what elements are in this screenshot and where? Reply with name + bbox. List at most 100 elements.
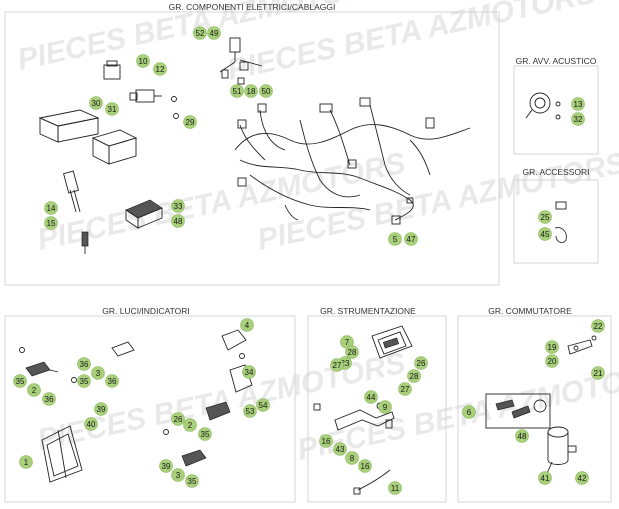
svg-text:3: 3 bbox=[176, 471, 181, 480]
tail-light-part bbox=[181, 329, 253, 467]
part-number-bubble: 26 bbox=[171, 412, 185, 426]
svg-text:36: 36 bbox=[108, 377, 117, 386]
svg-text:15: 15 bbox=[47, 219, 56, 228]
switch-part bbox=[567, 335, 597, 355]
part-number-bubble: 8 bbox=[345, 451, 359, 465]
svg-text:48: 48 bbox=[518, 432, 527, 441]
part-number-bubble: 44 bbox=[364, 390, 378, 404]
ignition-coil-part bbox=[63, 170, 81, 213]
svg-text:35: 35 bbox=[201, 430, 210, 439]
panel-frame bbox=[307, 315, 447, 503]
part-number-bubble: 54 bbox=[256, 398, 270, 412]
part-number-bubble: 39 bbox=[94, 402, 108, 416]
svg-text:25: 25 bbox=[541, 213, 550, 222]
svg-text:12: 12 bbox=[156, 65, 165, 74]
ignition-switch-part bbox=[544, 426, 577, 479]
part-number-bubble: 36 bbox=[105, 374, 119, 388]
panel-avv-acustico: GR. AVV. ACUSTICO 13 32 bbox=[513, 56, 599, 155]
part-number-bubble: 40 bbox=[84, 417, 98, 431]
part-number-bubble: 28 bbox=[407, 369, 421, 383]
svg-text:2: 2 bbox=[32, 386, 37, 395]
svg-text:16: 16 bbox=[322, 437, 331, 446]
panel-frame bbox=[513, 179, 599, 264]
svg-text:35: 35 bbox=[188, 477, 197, 486]
part-number-bubble: 2 bbox=[27, 383, 41, 397]
part-number-bubble: 41 bbox=[538, 471, 552, 485]
part-number-bubble: 21 bbox=[591, 366, 605, 380]
part-number-bubble: 26 bbox=[414, 356, 428, 370]
part-number-bubble: 53 bbox=[243, 404, 257, 418]
fuse-holder-part bbox=[219, 37, 263, 85]
panel-frame bbox=[457, 315, 612, 503]
screw-part bbox=[173, 113, 179, 119]
part-number-bubble: 22 bbox=[591, 319, 605, 333]
svg-text:20: 20 bbox=[548, 357, 557, 366]
svg-text:16: 16 bbox=[361, 462, 370, 471]
svg-text:26: 26 bbox=[417, 359, 426, 368]
part-number-bubble: 5 bbox=[388, 232, 402, 246]
part-number-bubble: 43 bbox=[333, 442, 347, 456]
part-number-bubble: 49 bbox=[207, 26, 221, 40]
svg-text:10: 10 bbox=[139, 57, 148, 66]
svg-text:31: 31 bbox=[108, 105, 117, 114]
svg-text:13: 13 bbox=[574, 100, 583, 109]
svg-text:45: 45 bbox=[541, 230, 550, 239]
part-number-bubble: 35 bbox=[185, 474, 199, 488]
panel-title: GR. COMPONENTI ELETTRICI/CABLAGGI bbox=[169, 2, 336, 12]
watermark-text: PIECES BETA AZMOTORS bbox=[35, 147, 409, 257]
part-number-bubble: 14 bbox=[44, 201, 58, 215]
part-number-bubble: 20 bbox=[545, 354, 559, 368]
part-number-bubble: 25 bbox=[538, 210, 552, 224]
part-number-bubble: 51 bbox=[230, 84, 244, 98]
relay-part bbox=[103, 60, 121, 80]
part-number-bubble: 39 bbox=[159, 459, 173, 473]
part-number-bubble: 4 bbox=[240, 318, 254, 332]
svg-text:42: 42 bbox=[578, 474, 587, 483]
part-number-bubble: 28 bbox=[345, 345, 359, 359]
svg-text:39: 39 bbox=[97, 405, 106, 414]
turn-signal-part bbox=[111, 341, 135, 357]
panel-frame bbox=[4, 315, 296, 503]
svg-text:5: 5 bbox=[393, 235, 398, 244]
part-number-bubble: 27 bbox=[330, 358, 344, 372]
svg-text:3: 3 bbox=[96, 369, 101, 378]
svg-text:47: 47 bbox=[407, 235, 416, 244]
part-number-bubble: 6 bbox=[462, 405, 476, 419]
svg-text:18: 18 bbox=[247, 87, 256, 96]
panel-title: GR. COMMUTATORE bbox=[488, 306, 572, 316]
svg-text:28: 28 bbox=[410, 372, 419, 381]
svg-text:9: 9 bbox=[383, 403, 388, 412]
control-unit-part bbox=[38, 109, 100, 143]
part-number-bubble: 7 bbox=[340, 335, 354, 349]
svg-text:14: 14 bbox=[47, 204, 56, 213]
part-number-bubble: 2 bbox=[183, 418, 197, 432]
dashboard-part bbox=[371, 325, 413, 359]
part-number-bubble: 29 bbox=[183, 115, 197, 129]
turn-signal-part bbox=[25, 361, 59, 377]
svg-text:49: 49 bbox=[210, 29, 219, 38]
panel-commutatore: GR. COMMUTATORE 22 19 20 21 6 48 41 42 bbox=[457, 306, 612, 503]
svg-text:26: 26 bbox=[174, 415, 183, 424]
part-number-bubble: 1 bbox=[19, 455, 33, 469]
svg-text:2: 2 bbox=[188, 421, 193, 430]
svg-text:35: 35 bbox=[16, 377, 25, 386]
regulator-part bbox=[125, 199, 163, 229]
panel-elettrici: GR. COMPONENTI ELETTRICI/CABLAGGI bbox=[4, 2, 500, 286]
part-number-bubble: 48 bbox=[171, 214, 185, 228]
part-number-bubble: 48 bbox=[515, 429, 529, 443]
sensor-cable-part bbox=[353, 469, 391, 495]
part-number-bubble: 18 bbox=[244, 84, 258, 98]
part-number-bubble: 10 bbox=[136, 54, 150, 68]
svg-text:8: 8 bbox=[350, 454, 355, 463]
svg-text:50: 50 bbox=[262, 87, 271, 96]
bulb-part bbox=[239, 353, 245, 359]
svg-text:36: 36 bbox=[80, 360, 89, 369]
svg-text:22: 22 bbox=[594, 322, 603, 331]
svg-text:40: 40 bbox=[87, 420, 96, 429]
svg-text:44: 44 bbox=[367, 393, 376, 402]
svg-text:7: 7 bbox=[345, 338, 350, 347]
part-number-bubble: 50 bbox=[259, 84, 273, 98]
part-number-bubble: 11 bbox=[388, 481, 402, 495]
part-number-bubble: 13 bbox=[571, 97, 585, 111]
